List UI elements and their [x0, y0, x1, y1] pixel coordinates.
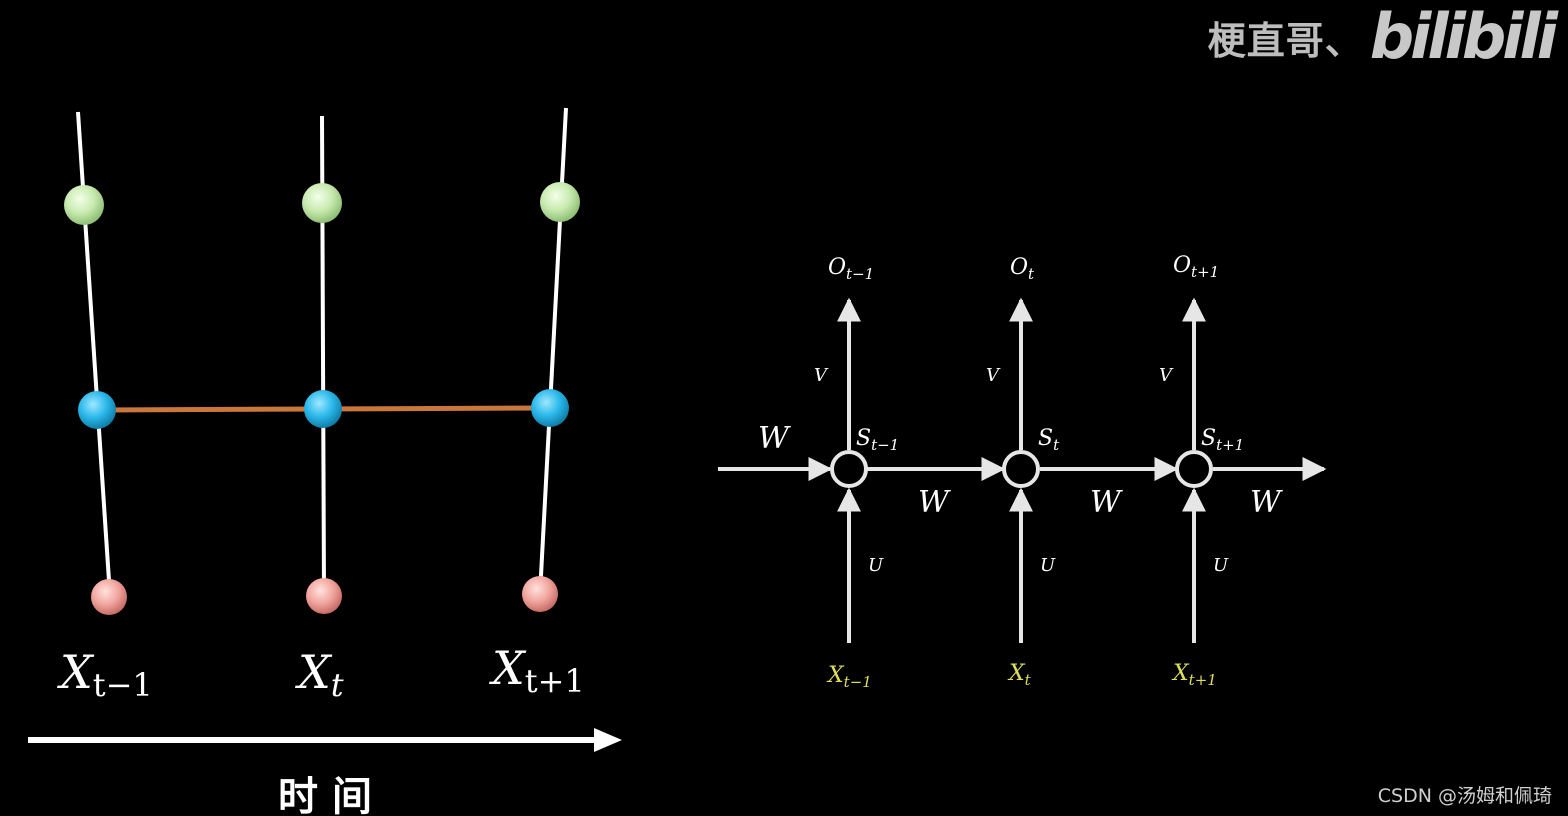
- brand-name: 梗直哥、: [1207, 18, 1364, 63]
- output-node-2: [302, 183, 342, 223]
- output-label-3: Ot+1: [1173, 253, 1219, 281]
- left-input-label-3: Xt+1: [489, 641, 585, 700]
- state-label-1: St−1: [856, 426, 899, 454]
- output-node-3: [540, 182, 580, 222]
- state-node-2: [1002, 450, 1040, 488]
- w-label-3: W: [1250, 485, 1283, 520]
- time-label: 时 间: [278, 774, 372, 816]
- v-label-2: V: [986, 365, 1001, 386]
- timestep-line-3: [538, 107, 568, 595]
- right-input-label-2: Xt: [1007, 661, 1032, 689]
- w-label-in: W: [758, 421, 791, 456]
- output-label-1: Ot−1: [828, 255, 874, 283]
- left-input-label-1: Xt−1: [57, 645, 153, 704]
- state-label-2: St: [1038, 426, 1060, 454]
- input-node-2: [306, 578, 342, 614]
- brand-logo: 梗直哥、 bilibili: [1207, 0, 1558, 73]
- left-unrolled-diagram: Xt−1 Xt Xt+1 时 间: [28, 107, 622, 816]
- left-input-label-2: Xt: [295, 645, 344, 704]
- hidden-node-3: [531, 389, 569, 427]
- hidden-node-1: [78, 391, 116, 429]
- hidden-node-2: [304, 390, 342, 428]
- u-label-1: U: [868, 555, 884, 576]
- w-label-1: W: [918, 485, 951, 520]
- state-node-1: [830, 450, 868, 488]
- csdn-watermark: CSDN @汤姆和佩琦: [1377, 785, 1552, 807]
- time-arrow-head: [594, 728, 622, 752]
- output-node-1: [64, 185, 104, 225]
- v-label-1: V: [814, 365, 829, 386]
- input-node-1: [91, 579, 127, 615]
- u-label-3: U: [1213, 555, 1229, 576]
- input-node-3: [522, 576, 558, 612]
- right-input-label-3: Xt+1: [1171, 661, 1217, 689]
- state-node-3: [1175, 450, 1213, 488]
- right-input-label-1: Xt−1: [826, 663, 872, 691]
- w-label-2: W: [1090, 485, 1123, 520]
- v-label-3: V: [1159, 365, 1174, 386]
- right-rnn-diagram: [718, 297, 1327, 643]
- bilibili-logo: bilibili: [1369, 0, 1558, 73]
- output-label-2: Ot: [1010, 255, 1035, 283]
- state-label-3: St+1: [1201, 426, 1244, 454]
- timestep-line-1: [76, 111, 112, 597]
- right-diagram-labels: Ot−1 Ot Ot+1 V V V St−1 St St+1 W W W W …: [758, 253, 1283, 691]
- u-label-2: U: [1040, 555, 1056, 576]
